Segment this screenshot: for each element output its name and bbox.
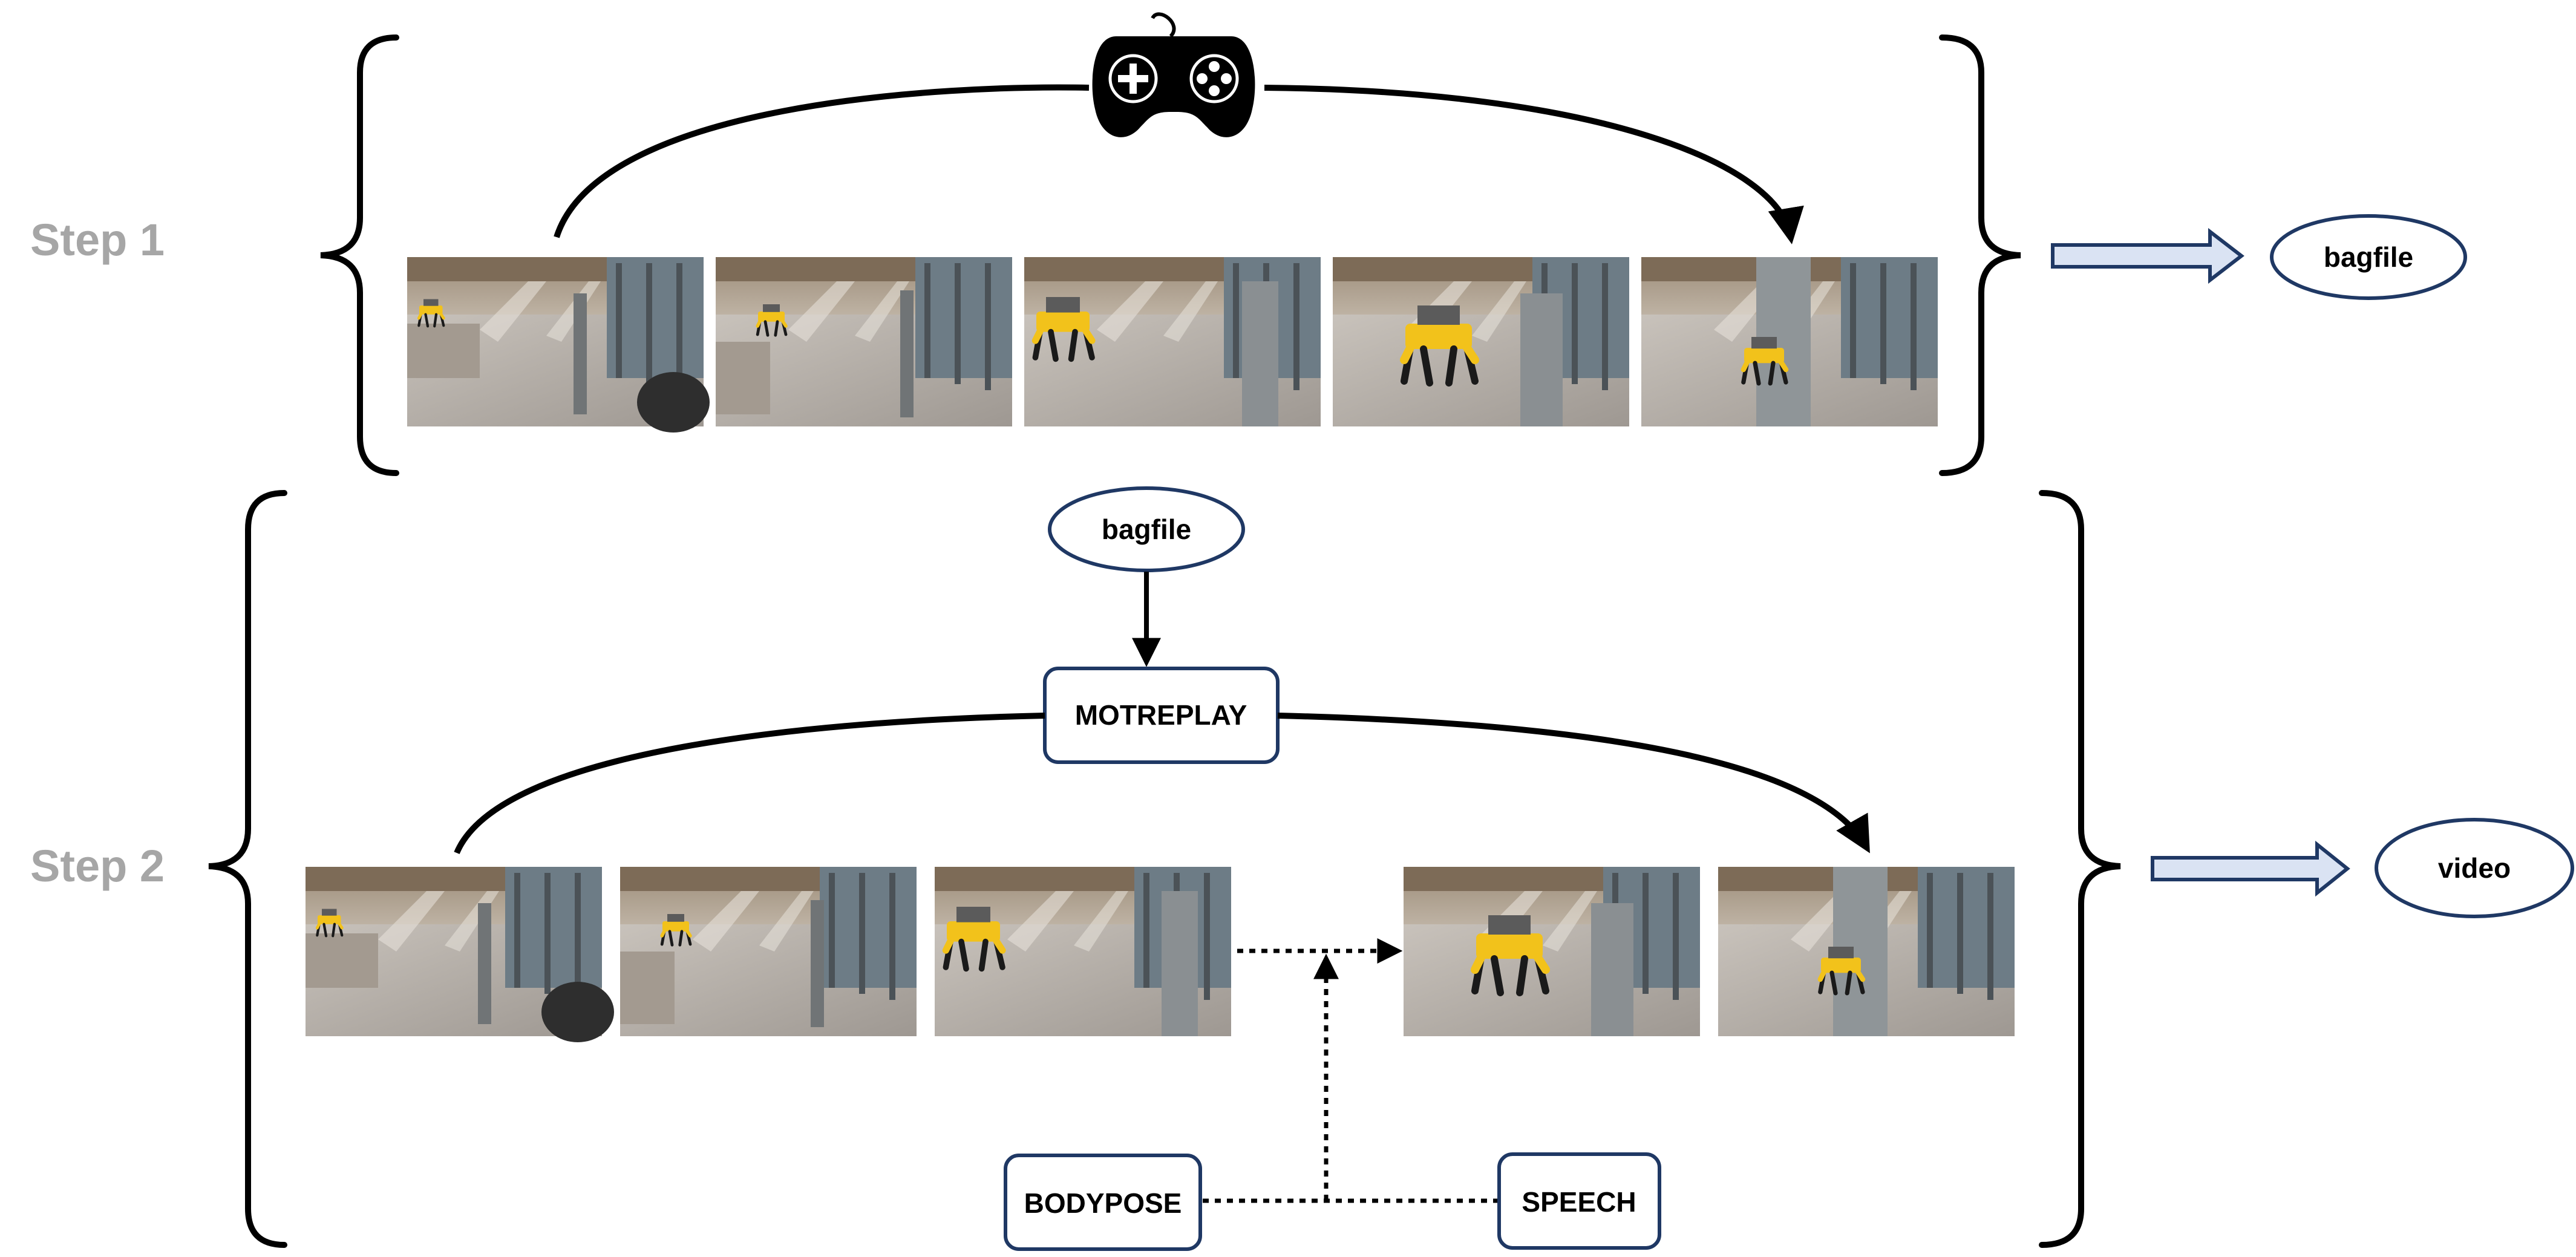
step-1-frame-4 [1333,257,1629,426]
bagfile-output-node: bagfile [2270,214,2467,300]
step-2-frame-1 [306,867,614,1042]
step-2-frame-4 [1404,867,1700,1036]
step-1-frame-3 [1024,257,1321,426]
speech-label: SPEECH [1522,1186,1636,1218]
bagfile-input-label: bagfile [1102,514,1191,545]
step-2-frame-2 [620,867,917,1036]
motreplay-node: MOTREPLAY [1043,667,1280,764]
gamepad-icon [1092,12,1255,137]
step-1-frame-5 [1641,257,1938,426]
step-2-frame-3 [935,867,1231,1036]
step-2-frame-strip [306,867,2015,1042]
step-2-frame-5 [1718,867,2015,1036]
step-1-frame-1 [407,257,710,433]
step-1-label: Step 1 [30,215,165,265]
bagfile-input-node: bagfile [1048,486,1245,572]
step-2-output-arrow [2151,840,2350,897]
bodypose-label: BODYPOSE [1024,1187,1182,1219]
step-1-right-brace [1939,34,2021,476]
step-2-right-brace [2039,490,2121,1248]
motreplay-label: MOTREPLAY [1075,699,1247,731]
step-2-label: Step 2 [30,841,165,891]
step-1-trajectory-arrow [554,84,1791,237]
speech-node: SPEECH [1497,1152,1661,1250]
step-1-frame-strip [407,257,1938,433]
step-2-trajectory-arrow [454,713,1866,853]
step-1-left-brace [320,34,399,476]
step-1-output-arrow [2051,227,2244,284]
step-1-frame-2 [716,257,1012,426]
video-output-label: video [2438,852,2511,884]
video-output-node: video [2375,818,2574,918]
bagfile-output-label: bagfile [2324,241,2413,273]
bodypose-node: BODYPOSE [1004,1154,1202,1251]
step-2-left-brace [208,490,287,1248]
